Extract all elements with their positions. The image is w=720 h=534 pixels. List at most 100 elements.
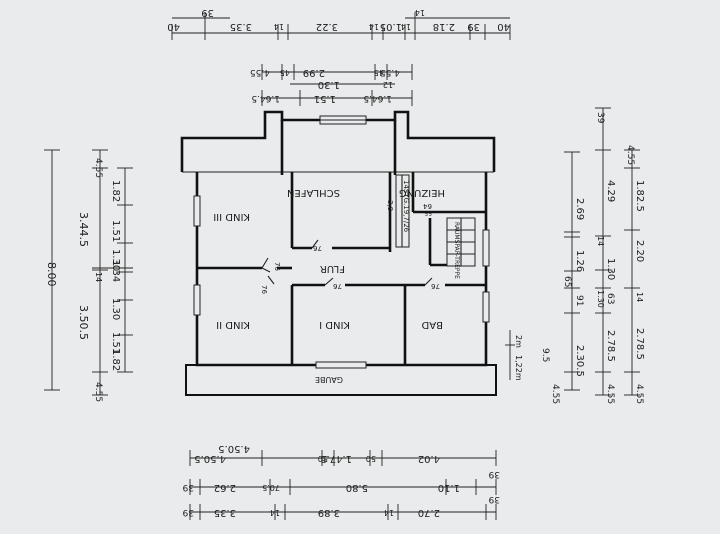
dim-top-218: 2.18 [433, 21, 455, 32]
dim-top-1645b: 1.64.5 [363, 93, 392, 103]
dim-right-c-1825: 1.82.5 [634, 180, 645, 212]
door-76-kind2: 76 [260, 285, 268, 294]
dim-right-a-65: 65 [562, 276, 572, 287]
room-kind-i: KIND I [319, 319, 350, 330]
dim-top-14c: 14 [401, 22, 411, 31]
dim-bottom-39c: 39 [182, 507, 194, 517]
stair [395, 174, 476, 267]
dim-right-a-269: 2.69 [574, 198, 585, 220]
dim-right-c-220: 2.20 [634, 240, 645, 262]
door-76-schlafen: 76 [313, 244, 322, 252]
dim-right-b-130s: 1.30 [596, 290, 605, 308]
dim-left-3445: 3.44.5 [77, 212, 90, 247]
room-heizung: HEIZUNG [399, 187, 445, 198]
dim-top-14d: 14 [415, 8, 425, 17]
stair-label: 14STG.19,7/26 [402, 180, 410, 233]
height-122m: 1,22m [514, 355, 523, 381]
room-gaube: GAUBE [315, 375, 343, 384]
dim-top-455a: 4.55 [250, 67, 270, 77]
door-76-kind1: 76 [333, 282, 342, 290]
dim-top-45b: 45 [374, 68, 384, 77]
top-dimensions: 40 3.35 14 3.22 14 1.05 14 2.18 39 40 39… [167, 7, 511, 106]
dim-top-335: 3.35 [230, 21, 252, 32]
dim-top-151: 1.51 [314, 93, 336, 104]
room-kind-iii: KIND III [213, 211, 250, 222]
dim-left-3505: 3.50.5 [77, 305, 90, 340]
height-2m: 2m [514, 335, 523, 348]
dim-left-455-top: 4.55 [93, 158, 103, 178]
dim-top-455b: 4.55 [380, 67, 400, 77]
dim-bottom-4505b: 4.50.5 [218, 443, 250, 454]
dim-bottom-14a: 14 [270, 508, 280, 517]
dim-top-40b: 40 [497, 21, 510, 32]
dim-right-c-455-top: 4.55 [625, 145, 635, 165]
dim-bottom-110: 1.10 [438, 482, 460, 493]
dim-top-1645a: 1.64.5 [251, 93, 280, 103]
room-bad: BAD [421, 319, 443, 330]
dim-right-c-2785: 2.78.5 [634, 328, 645, 360]
room-raumspartreppe: RAUMSPAR-TREPPE [453, 222, 460, 279]
dim-bottom-39a: 39 [182, 482, 194, 492]
door-76-kind3: 76 [273, 262, 281, 271]
dim-top-299: 2.99 [303, 67, 325, 78]
dim-bottom-50b: 50 [366, 454, 376, 463]
room-schlafen: SCHLAFEN [287, 187, 340, 198]
dim-left-130-bot: 1.30 [110, 298, 121, 320]
dim-right-b-130: 1.30 [605, 258, 616, 280]
dim-top-14a: 14 [274, 22, 284, 31]
dim-right-a-95: 9.5 [540, 348, 550, 362]
door-76-bad: 76 [431, 282, 440, 290]
right-dimensions: 2.69 1.26 65 91 2.30.5 9.5 4.55 39 4.29 … [540, 107, 645, 404]
dim-left-151-bot: 1.51 [110, 332, 121, 354]
dim-bottom-402: 4.02 [418, 453, 440, 464]
dim-top-322: 3.22 [316, 21, 338, 32]
dim-top-105: 1.05 [380, 21, 402, 32]
dim-right-a-126: 1.26 [574, 250, 585, 272]
dim-bottom-705: 70.5 [262, 483, 280, 492]
dim-left-14: 14 [94, 272, 103, 282]
dim-right-a-455: 4.55 [550, 384, 560, 404]
dim-right-b-429: 4.29 [605, 180, 616, 202]
dim-left-151-top: 1.51 [110, 220, 121, 242]
room-kind-ii: KIND II [216, 319, 250, 330]
dim-bottom-14b: 14 [384, 508, 394, 517]
dim-bottom-1475: 1.47.5 [320, 453, 352, 464]
dim-top-45a: 45 [280, 68, 290, 77]
dim-bottom-50a: 50 [318, 454, 328, 463]
dim-left-182-top: 1.82 [110, 180, 121, 202]
dim-left-130-top: 1.30 [110, 249, 121, 271]
dim-bottom-39b: 39 [488, 469, 500, 479]
dim-right-a-91: 91 [574, 295, 584, 306]
dim-bottom-4505a: 4.50.5 [194, 453, 226, 464]
dim-top-39: 39 [467, 21, 480, 32]
dim-right-b-63: 63 [605, 293, 615, 304]
dim-right-c-14: 14 [635, 292, 644, 302]
dim-left-455-bot: 4.55 [93, 382, 103, 402]
dim-right-b-2785: 2.78.5 [605, 330, 616, 362]
door-55: 55 [424, 209, 432, 216]
room-flur: FLUR [320, 263, 345, 274]
dim-bottom-335: 3.35 [214, 507, 236, 518]
dim-bottom-270: 2.70 [418, 507, 440, 518]
dim-right-c-455-bot: 4.55 [634, 384, 644, 404]
dim-top-12: 12 [383, 80, 393, 89]
dim-bottom-389: 3.89 [318, 507, 340, 518]
dim-top-40a: 40 [167, 21, 180, 32]
dim-left-800: 8.00 [45, 262, 58, 287]
bottom-dimensions: 4.50.5 50 1.47.5 50 4.50.5 4.02 39 2.62 … [182, 443, 500, 520]
dim-right-b-455: 4.55 [605, 384, 615, 404]
dim-top-130: 1.30 [318, 79, 340, 90]
dim-top-14b: 14 [369, 22, 379, 31]
dim-bottom-39d: 39 [488, 494, 500, 504]
dim-right-a-2305: 2.30.5 [574, 345, 585, 377]
left-dimensions: 4.55 1.82 1.51 1.30 3.44.5 8.00 14 1.34 … [44, 149, 133, 402]
door-64: 64 [423, 202, 432, 210]
dim-bottom-262: 2.62 [214, 482, 236, 493]
dim-left-134: 1.34 [110, 260, 121, 282]
dim-right-b-14: 14 [596, 236, 605, 246]
dim-top-39b: 39 [201, 7, 214, 18]
dim-bottom-580: 5.80 [346, 482, 368, 493]
dim-left-182-bot: 1.82 [110, 349, 121, 371]
